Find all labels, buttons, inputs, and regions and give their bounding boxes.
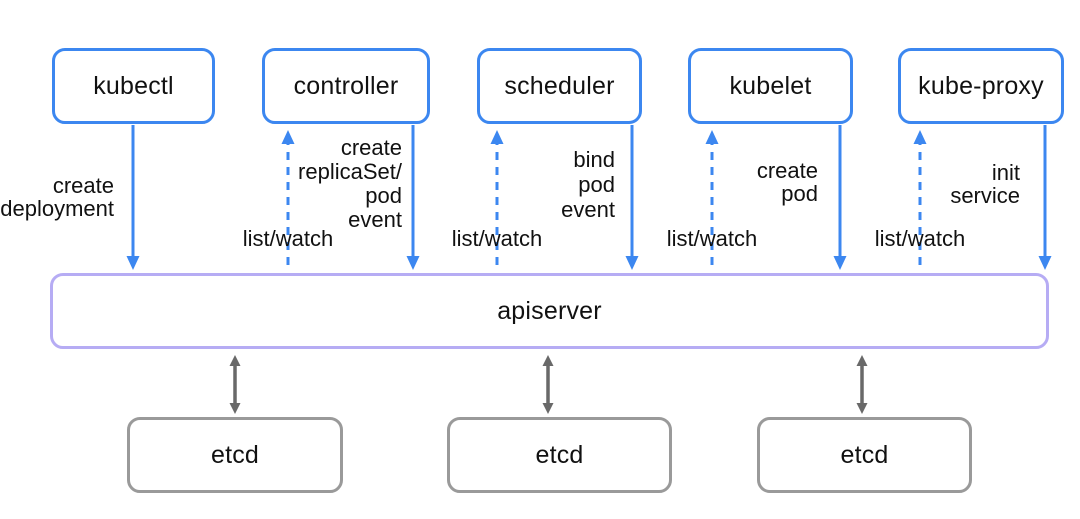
node-kubectl: kubectl <box>52 48 215 124</box>
edge-label-init-service: init service <box>950 160 1020 208</box>
edge-label-create-pod: create pod <box>756 158 818 206</box>
node-controller-label: controller <box>293 71 399 100</box>
node-etcd-1-label: etcd <box>210 440 260 469</box>
node-etcd-1: etcd <box>127 417 343 493</box>
node-scheduler: scheduler <box>477 48 642 124</box>
node-etcd-3-label: etcd <box>840 440 889 469</box>
bidirectional-arrows <box>229 355 868 414</box>
node-etcd-3: etcd <box>757 417 972 493</box>
edge-label-list-watch-controller: list/watch <box>242 226 334 251</box>
solid-arrows <box>126 125 1052 270</box>
edge-label-list-watch-kubelet: list/watch <box>666 226 758 251</box>
edge-label-bind-pod-event: bind pod event <box>561 147 615 222</box>
node-etcd-2: etcd <box>447 417 672 493</box>
edge-label-create-deployment: create deployment <box>0 173 114 221</box>
node-apiserver-label: apiserver <box>497 296 602 325</box>
node-kube-proxy-label: kube-proxy <box>918 71 1044 100</box>
node-kubelet: kubelet <box>688 48 853 124</box>
dashed-arrows <box>281 130 927 265</box>
edge-label-list-watch-kubeproxy: list/watch <box>874 226 966 251</box>
node-kube-proxy: kube-proxy <box>898 48 1064 124</box>
node-etcd-2-label: etcd <box>535 440 584 469</box>
node-controller: controller <box>262 48 430 124</box>
edge-label-create-replicaset-pod-event: create replicaSet/ pod event <box>298 135 402 232</box>
node-scheduler-label: scheduler <box>504 71 615 100</box>
node-apiserver: apiserver <box>50 273 1049 349</box>
edge-label-list-watch-scheduler: list/watch <box>451 226 543 251</box>
node-kubelet-label: kubelet <box>729 71 812 100</box>
node-kubectl-label: kubectl <box>93 71 174 100</box>
